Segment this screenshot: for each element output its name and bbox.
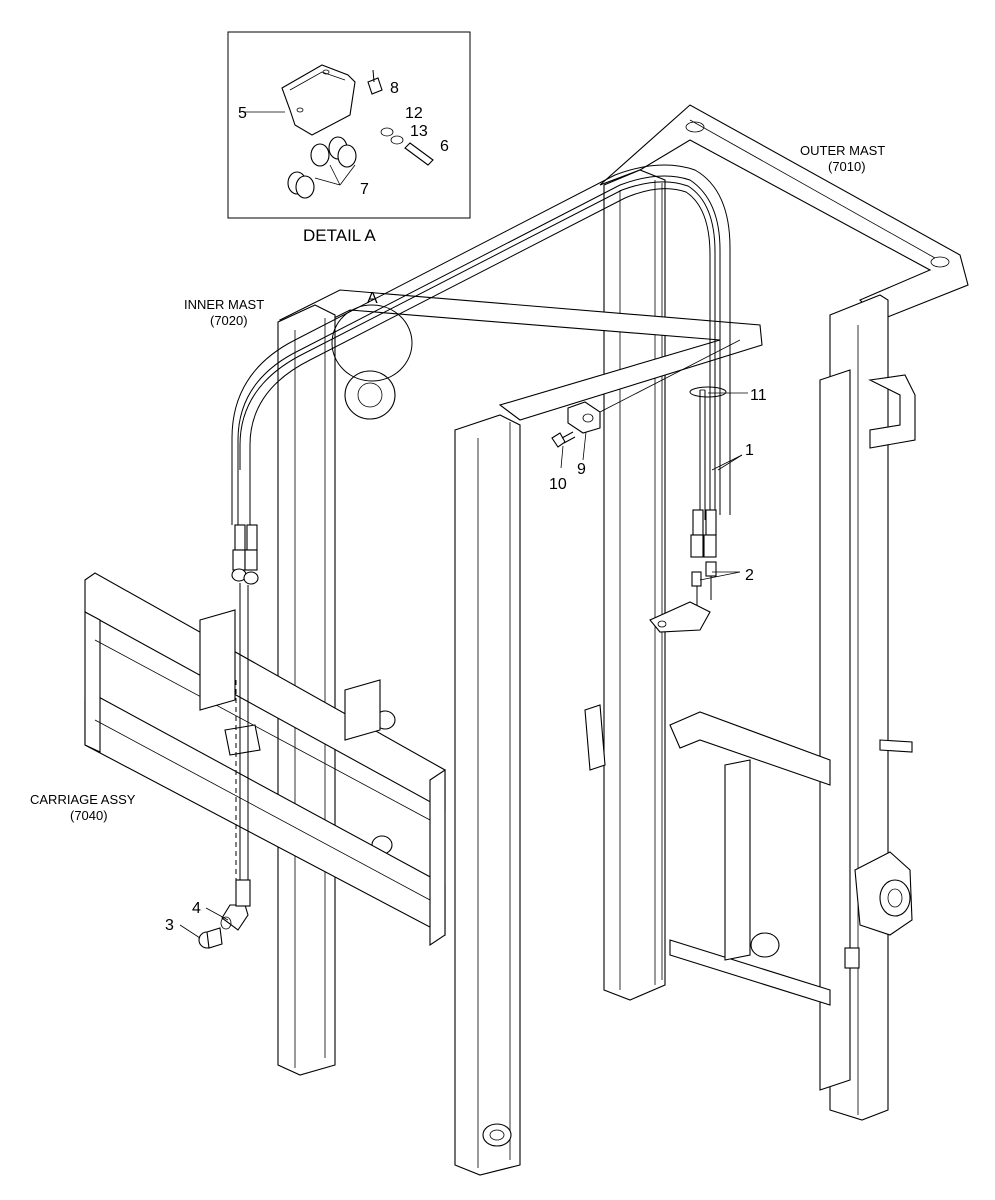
detail-caption: DETAIL A bbox=[303, 226, 376, 245]
inner-mast-sheave bbox=[344, 370, 396, 420]
label-9: 9 bbox=[577, 461, 586, 478]
inner-mast-name: INNER MAST bbox=[184, 297, 264, 312]
fitting-2 bbox=[649, 561, 717, 633]
detail-a-circle bbox=[331, 304, 413, 382]
inner-mast bbox=[277, 289, 763, 1176]
carriage-name: CARRIAGE ASSY bbox=[30, 792, 136, 807]
label-13: 13 bbox=[410, 123, 428, 140]
clamp-9 bbox=[567, 339, 741, 434]
detail-bracket-5 bbox=[281, 64, 356, 136]
label-4: 4 bbox=[192, 900, 201, 917]
label-10: 10 bbox=[549, 476, 567, 493]
detail-a-box bbox=[227, 31, 471, 219]
label-7: 7 bbox=[360, 181, 369, 198]
plug-3 bbox=[198, 927, 223, 949]
right-hose-fittings bbox=[690, 509, 717, 558]
inner-mast-code: (7020) bbox=[210, 313, 248, 328]
elbow-fitting-4 bbox=[220, 879, 251, 931]
label-11: 11 bbox=[750, 387, 767, 404]
carriage-top-plate bbox=[84, 572, 446, 811]
label-12: 12 bbox=[405, 105, 423, 122]
hose-1 bbox=[231, 164, 731, 525]
outer-mast-lower-beam bbox=[669, 711, 831, 786]
left-hose-fittings bbox=[231, 524, 259, 880]
detail-callout-letter: A bbox=[367, 290, 378, 307]
hose-clamp-11 bbox=[689, 386, 727, 398]
label-2: 2 bbox=[745, 567, 754, 584]
outer-mast-left-rail bbox=[603, 169, 666, 1001]
label-5: 5 bbox=[238, 105, 247, 122]
carriage-assembly bbox=[84, 572, 446, 947]
bolt-10 bbox=[551, 431, 576, 448]
outer-mast-name: OUTER MAST bbox=[800, 143, 885, 158]
label-3: 3 bbox=[165, 917, 174, 934]
inner-mast-right-rail bbox=[454, 414, 521, 1176]
outer-mast-bracket bbox=[868, 374, 916, 449]
outer-mast bbox=[584, 104, 969, 1121]
label-1: 1 bbox=[745, 442, 754, 459]
inner-mast-left-rail bbox=[277, 304, 336, 1076]
inner-mast-bottom-roller bbox=[482, 1123, 512, 1147]
outer-mast-code: (7010) bbox=[828, 159, 866, 174]
detail-bolt-8 bbox=[367, 77, 383, 95]
label-6: 6 bbox=[440, 138, 449, 155]
leader-lines bbox=[179, 392, 748, 939]
carriage-frame bbox=[84, 611, 101, 753]
label-8: 8 bbox=[390, 80, 399, 97]
detail-pin-6 bbox=[404, 142, 434, 166]
carriage-code: (7040) bbox=[70, 808, 108, 823]
